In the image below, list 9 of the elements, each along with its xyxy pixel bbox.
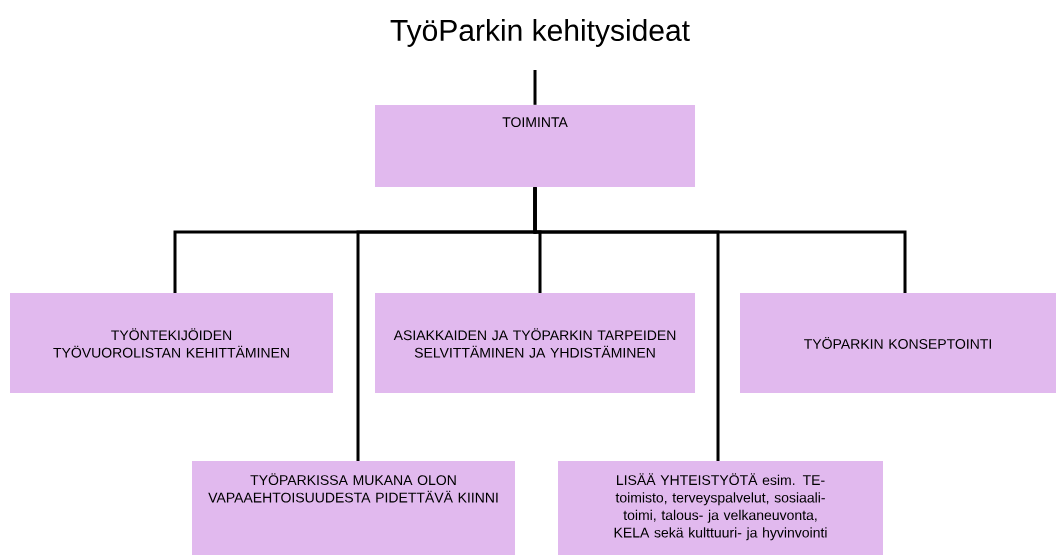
connector-line bbox=[533, 187, 907, 293]
idea-box: LISÄÄ YHTEISTYÖTÄ esim. TE-toimisto, terveyspalvelut, sosiaali-toimi, talous- ja velkaneuvonta, KELA sekä kulttuuri- ja hyvinvointi bbox=[558, 461, 883, 555]
idea-box: TYÖPARKIN KONSEPTOINTI bbox=[740, 293, 1056, 393]
idea-box: TYÖNTEKIJÖIDEN TYÖVUOROLISTAN KEHITTÄMINEN bbox=[10, 293, 333, 393]
idea-box: ASIAKKAIDEN JA TYÖPARKIN TARPEIDEN SELVITTÄMINEN JA YHDISTÄMINEN bbox=[375, 293, 695, 393]
idea-box: TOIMINTA bbox=[375, 105, 695, 187]
idea-box: TYÖPARKISSA MUKANA OLON VAPAAEHTOISUUDESTA PIDETTÄVÄ KIINNI bbox=[192, 461, 515, 555]
connector-line bbox=[533, 70, 537, 105]
title: TyöParkin kehitysideat bbox=[390, 19, 690, 47]
